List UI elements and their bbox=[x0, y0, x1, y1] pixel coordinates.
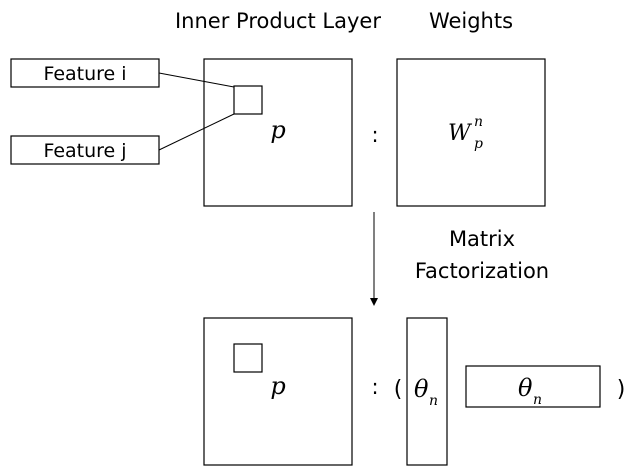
p-symbol-top: p bbox=[270, 116, 285, 144]
colon-top: : bbox=[371, 123, 378, 147]
feature-j-box bbox=[10, 135, 160, 165]
reconstructed-cell bbox=[233, 343, 263, 373]
feature-j-label: Feature j bbox=[43, 140, 126, 162]
theta-row-subscript: n bbox=[533, 392, 542, 408]
open-paren: ( bbox=[394, 377, 403, 402]
close-paren: ) bbox=[617, 377, 626, 402]
arrow-label-line1: Matrix bbox=[449, 227, 515, 251]
feature-i-connector bbox=[158, 72, 235, 88]
theta-column-vector bbox=[406, 317, 448, 466]
weight-symbol: W bbox=[448, 121, 473, 146]
inner-product-layer-title: Inner Product Layer bbox=[175, 9, 381, 33]
theta-row-symbol: θ bbox=[518, 374, 533, 402]
theta-row-vector bbox=[465, 365, 601, 408]
theta-column-subscript: n bbox=[429, 393, 438, 409]
weights-title: Weights bbox=[429, 9, 513, 33]
inner-product-matrix bbox=[203, 58, 353, 207]
arrow-label-line2: Factorization bbox=[415, 259, 549, 283]
reconstructed-matrix bbox=[203, 317, 353, 466]
feature-pair-cell bbox=[233, 85, 263, 115]
p-symbol-bottom: p bbox=[270, 372, 285, 400]
weights-matrix bbox=[396, 58, 546, 207]
colon-bottom: : bbox=[371, 375, 378, 399]
feature-i-label: Feature i bbox=[43, 63, 126, 85]
weight-superscript: n bbox=[474, 114, 483, 130]
theta-column-symbol: θ bbox=[414, 375, 429, 403]
feature-j-connector bbox=[158, 113, 235, 151]
weight-subscript: p bbox=[474, 136, 483, 152]
feature-i-box bbox=[10, 58, 160, 88]
